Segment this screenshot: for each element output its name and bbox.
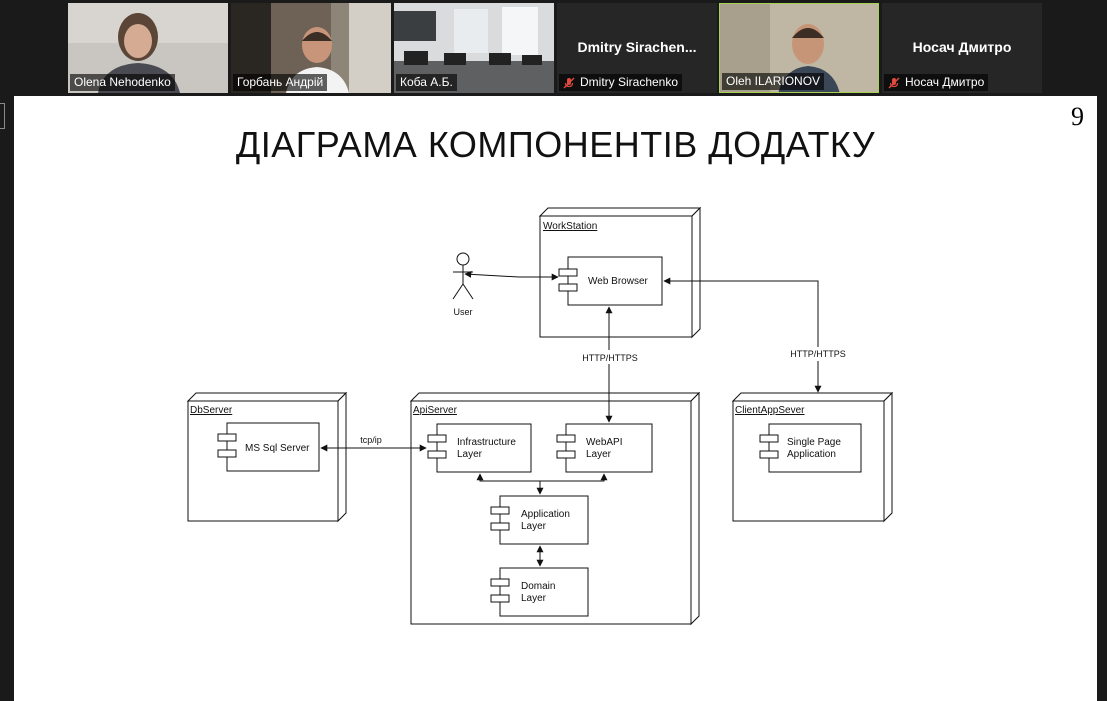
participant-name: Коба А.Б. — [400, 75, 453, 89]
node-label: WorkStation — [543, 221, 597, 232]
component-label: Layer — [457, 449, 483, 460]
node-label: ApiServer — [413, 405, 458, 416]
side-panel-handle[interactable] — [0, 103, 5, 129]
participant-tile-olena[interactable]: Olena Nehodenko — [68, 3, 228, 93]
component-domain-layer: Domain Layer — [490, 567, 589, 617]
node-label: ClientAppSever — [735, 405, 805, 416]
participant-tile-koba[interactable]: Коба А.Б. — [394, 3, 554, 93]
participant-tile-ilarionov[interactable]: Oleh ILARIONOV — [719, 3, 879, 93]
component-label: Layer — [586, 449, 612, 460]
shared-screen-slide: 9 ДІАГРАМА КОМПОНЕНТІВ ДОДАТКУ WorkStati… — [14, 96, 1097, 701]
participant-tile-horban[interactable]: Горбань Андрій — [231, 3, 391, 93]
component-infrastructure-layer: Infrastructure Layer — [427, 423, 532, 473]
participant-tile-nosach[interactable]: Носач Дмитро Носач Дмитро — [882, 3, 1042, 93]
component-single-page-application: Single Page Application — [759, 423, 862, 473]
link-label-browser-api: HTTP/HTTPS — [582, 353, 638, 363]
participant-strip: Olena Nehodenko Горбань Андрій — [0, 0, 1107, 96]
participant-name-label: Коба А.Б. — [396, 74, 457, 91]
component-label: Domain — [521, 581, 555, 592]
component-label: Web Browser — [588, 276, 649, 287]
component-ms-sql-server: MS Sql Server — [217, 422, 320, 472]
link-label-bg — [788, 347, 848, 361]
slide-title: ДІАГРАМА КОМПОНЕНТІВ ДОДАТКУ — [235, 124, 876, 165]
participant-display-name: Dmitry Sirachen... — [577, 39, 697, 55]
link-label-bg — [580, 350, 638, 364]
component-application-layer: Application Layer — [490, 495, 589, 545]
participant-name: Носач Дмитро — [905, 75, 985, 89]
component-label: Single Page — [787, 437, 841, 448]
component-label: Layer — [521, 593, 547, 604]
participant-name: Dmitry Sirachenko — [580, 75, 679, 89]
participant-name: Горбань Андрій — [237, 75, 324, 89]
node-label: DbServer — [190, 405, 233, 416]
microphone-muted-icon — [888, 77, 900, 89]
participant-name-label: Oleh ILARIONOV — [722, 73, 825, 90]
component-label: WebAPI — [586, 437, 623, 448]
participant-tile-sirachenko[interactable]: Dmitry Sirachen... Dmitry Sirachenko — [557, 3, 717, 93]
participant-name-label: Olena Nehodenko — [70, 74, 175, 91]
component-label: Layer — [521, 521, 547, 532]
component-label: MS Sql Server — [245, 443, 310, 454]
link-user-browser — [464, 270, 559, 281]
component-webapi-layer: WebAPI Layer — [556, 423, 653, 473]
component-label: Infrastructure — [457, 437, 516, 448]
participant-display-name: Носач Дмитро — [912, 39, 1012, 55]
component-label: Application — [787, 449, 836, 460]
component-label: Application — [521, 509, 570, 520]
participant-name: Olena Nehodenko — [74, 75, 171, 89]
participant-name-label: Носач Дмитро — [884, 74, 989, 91]
participant-name-label: Горбань Андрій — [233, 74, 328, 91]
component-diagram: WorkStation DbServer ApiServer ClientApp… — [186, 206, 894, 626]
link-infra-webapi — [476, 473, 608, 482]
participant-name-label: Dmitry Sirachenko — [559, 74, 683, 91]
participant-name: Oleh ILARIONOV — [726, 74, 821, 88]
actor-user — [452, 252, 474, 300]
microphone-muted-icon — [563, 77, 575, 89]
link-label-db-infra: tcp/ip — [360, 435, 382, 445]
component-web-browser: Web Browser — [558, 256, 663, 306]
actor-label: User — [453, 307, 472, 317]
link-label-browser-client: HTTP/HTTPS — [790, 349, 846, 359]
slide-page-number: 9 — [1071, 102, 1084, 131]
